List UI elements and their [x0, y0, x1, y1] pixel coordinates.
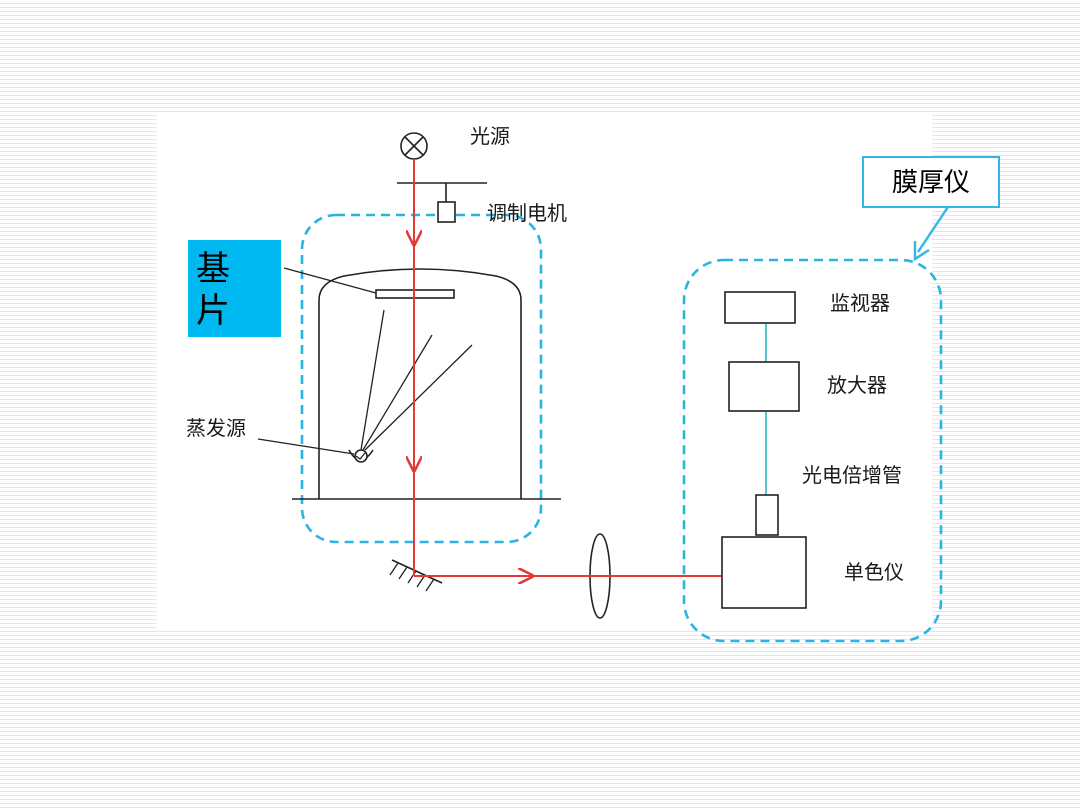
callout-pointer: [917, 206, 949, 253]
amplifier-box: [728, 361, 800, 412]
monochromator-box: [721, 536, 807, 609]
callout-pointer-head: [913, 241, 930, 262]
light-source-label: 光源: [470, 124, 510, 148]
bell-jar: [292, 268, 561, 500]
vacuum-chamber-boundary: [300, 213, 543, 544]
amplifier-label: 放大器: [827, 373, 887, 397]
photomultiplier-label: 光电倍增管: [802, 463, 902, 487]
evaporation-leader: [257, 438, 355, 455]
monochromator-label: 单色仪: [844, 560, 904, 584]
substrate-label-line1: 基: [196, 249, 230, 289]
photomultiplier-box: [755, 494, 779, 536]
monitor-label: 监视器: [830, 291, 890, 315]
modulation-motor-label: 调制电机: [487, 201, 567, 225]
substrate-label-line2: 片: [196, 291, 230, 331]
light-source-icon: [400, 132, 428, 160]
film-thickness-meter-label: 膜厚仪: [892, 168, 970, 198]
evaporation-source-label: 蒸发源: [186, 416, 246, 440]
vapor-stream: [360, 309, 473, 451]
film-thickness-callout: [862, 156, 1000, 208]
light-beam: [414, 159, 722, 576]
monitor-box: [724, 291, 796, 324]
film-thickness-meter-boundary: [682, 258, 943, 643]
modulation-motor: [397, 182, 487, 223]
substrate-badge: [188, 240, 281, 337]
substrate-leader: [283, 267, 377, 294]
diagram-panel: [157, 113, 932, 630]
